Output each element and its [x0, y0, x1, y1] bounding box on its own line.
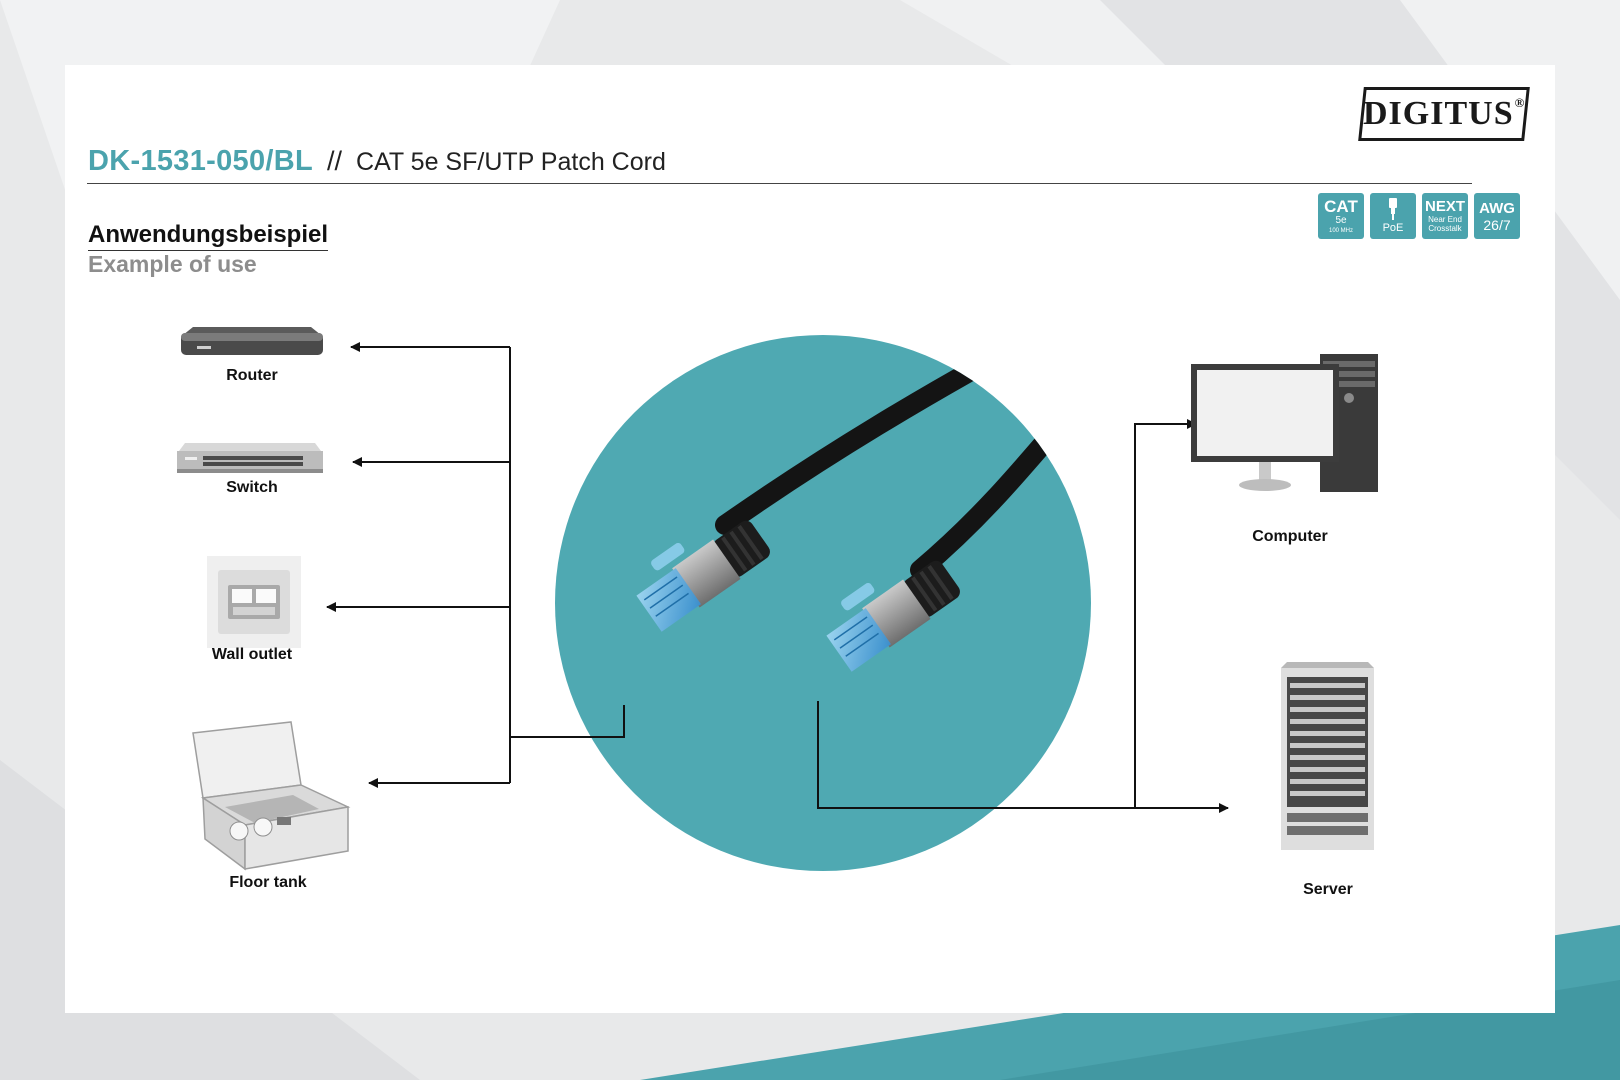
title-separator: //	[327, 146, 343, 176]
cat-badge-line3: 100 MHz	[1328, 228, 1353, 234]
arrow-to-computer	[1134, 419, 1197, 808]
cat-badge-line2: 5e	[1335, 215, 1347, 226]
next-badge-line1: NEXT	[1424, 198, 1465, 216]
registered-mark: ®	[1514, 95, 1526, 110]
switch-label: Switch	[226, 479, 278, 496]
digitus-logo: DIGITUS®	[1358, 87, 1530, 141]
server-label: Server	[1303, 881, 1353, 898]
wall-outlet-icon	[207, 556, 301, 648]
wall-outlet-label: Wall outlet	[211, 646, 293, 663]
computer-icon	[1191, 354, 1378, 492]
cat5e-badge: CAT 5e 100 MHz	[1318, 193, 1364, 239]
switch-icon	[177, 443, 323, 473]
product-title: DK-1531-050/BL // CAT 5e SF/UTP Patch Cord	[88, 145, 666, 178]
section-heading-de: Anwendungsbeispiel	[88, 221, 329, 251]
floor-tank-label: Floor tank	[229, 874, 307, 891]
next-badge: NEXT Near End Crosstalk	[1422, 193, 1468, 239]
poe-plug-icon	[1389, 198, 1397, 220]
awg-badge: AWG 26/7	[1474, 193, 1520, 239]
awg-badge-line1: AWG	[1479, 199, 1515, 217]
left-connector-lines	[326, 342, 625, 788]
right-connector-lines	[817, 419, 1229, 813]
content-card: DIGITUS® DK-1531-050/BL // CAT 5e SF/UTP P…	[65, 65, 1555, 1013]
floor-tank-icon	[192, 721, 351, 871]
next-badge-line2: Near End Crosstalk	[1428, 215, 1462, 233]
diagram-canvas	[177, 327, 1378, 871]
product-sku: DK-1531-050/BL	[88, 145, 314, 177]
patch-cable-image	[555, 335, 1091, 871]
cat-badge-line1: CAT	[1324, 197, 1358, 216]
server-icon	[1281, 662, 1374, 850]
computer-label: Computer	[1252, 528, 1328, 545]
feature-badges: CAT 5e 100 MHz PoE NEXT Near End Crossta…	[1318, 193, 1520, 239]
product-name: CAT 5e SF/UTP Patch Cord	[356, 148, 666, 176]
logo-text: DIGITUS	[1362, 95, 1514, 132]
router-icon	[181, 327, 323, 355]
router-label: Router	[226, 367, 278, 384]
poe-badge-label: PoE	[1382, 222, 1404, 234]
awg-badge-line2: 26/7	[1483, 216, 1511, 233]
poe-badge: PoE	[1370, 193, 1416, 239]
title-rule	[87, 183, 1472, 184]
section-heading-en: Example of use	[88, 251, 257, 277]
